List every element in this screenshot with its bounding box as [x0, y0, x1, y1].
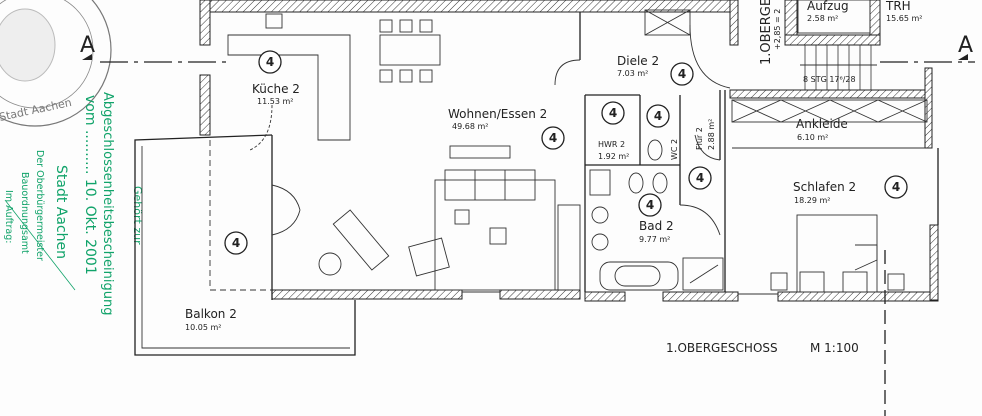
- room-labels: Küche 2 11.53 m² Wohnen/Essen 2 49.68 m²…: [185, 0, 922, 332]
- room-area-trh: 15.65 m²: [886, 14, 922, 23]
- room-area-diele: 7.03 m²: [617, 69, 648, 78]
- room-area-hwr: 1.92 m²: [598, 152, 629, 161]
- kitchen-furniture: [227, 13, 351, 236]
- section-marker-right: A: [958, 33, 973, 58]
- stamp-line-2: vom .......... 10. Okt. 2001: [82, 95, 98, 275]
- certification-stamp: Abgeschlossenheitsbescheinigung vom ....…: [3, 92, 144, 315]
- stamp-line-4: Der Oberbürgermeister: [34, 150, 45, 261]
- bedroom-furniture: [731, 99, 928, 416]
- unit-marker-number: 4: [646, 198, 654, 212]
- room-name-aufzug: Aufzug: [807, 0, 849, 13]
- room-area-wohnen: 49.68 m²: [452, 122, 488, 131]
- stamp-belongs: Gehört zur: [131, 186, 144, 245]
- seal-text: Stadt Aachen: [0, 96, 73, 124]
- stamp-line-6: Im Auftrag:: [3, 190, 14, 243]
- unit-marker-number: 4: [696, 171, 704, 185]
- room-name-wc: WC 2: [670, 139, 679, 160]
- room-name-hwr: HWR 2: [598, 140, 625, 149]
- section-line-a: A A: [80, 33, 975, 63]
- room-area-kueche: 11.53 m²: [257, 97, 293, 106]
- level-height: +2,85 = 2: [773, 9, 782, 50]
- drawing-scale: M 1:100: [810, 341, 859, 355]
- unit-marker-circle: [670, 62, 694, 86]
- unit-marker-circle: [688, 166, 712, 190]
- unit-marker-number: 4: [892, 180, 900, 194]
- room-area-balkon: 10.05 m²: [185, 323, 221, 332]
- unit-marker-number: 4: [654, 109, 662, 123]
- room-name-flur: Flur 2: [695, 127, 704, 150]
- room-name-bad: Bad 2: [639, 219, 674, 233]
- unit-marker-circle: [224, 231, 248, 255]
- unit-marker-number: 4: [609, 106, 617, 120]
- room-name-wohnen: Wohnen/Essen 2: [448, 107, 547, 121]
- room-area-bad: 9.77 m²: [639, 235, 670, 244]
- room-area-ankleide: 6.10 m²: [797, 133, 828, 142]
- section-marker-left: A: [80, 33, 95, 58]
- sanitary-rooms: [584, 9, 731, 292]
- stairs-label: 8 STG 17⁶/28: [803, 75, 856, 84]
- room-name-kueche: Küche 2: [252, 82, 300, 96]
- balcony: [134, 134, 356, 356]
- drawing-title: 1.OBERGESCHOSS M 1:100: [666, 341, 859, 355]
- unit-marker-number: 4: [266, 55, 274, 69]
- stamp-line-1: Abgeschlossenheitsbescheinigung: [100, 92, 115, 315]
- stair-core: 8 STG 17⁶/28 1.OBERGESCHOSS +2,85 = 2: [759, 0, 881, 90]
- living-furniture: [318, 12, 581, 291]
- unit-marker-circle: [601, 101, 625, 125]
- unit-marker-number: 4: [678, 67, 686, 81]
- room-area-flur: 2.88 m²: [707, 119, 716, 150]
- room-name-ankleide: Ankleide: [796, 117, 848, 131]
- room-area-schlafen: 18.29 m²: [794, 196, 830, 205]
- room-area-aufzug: 2.58 m²: [807, 14, 838, 23]
- walls: [199, 0, 939, 302]
- unit-marker-circle: [258, 50, 282, 74]
- room-name-balkon: Balkon 2: [185, 307, 237, 321]
- unit-marker-number: 4: [232, 236, 240, 250]
- unit-markers: 4 4 4 4 4 4 4 4 4: [224, 50, 908, 255]
- stamp-line-3: Stadt Aachen: [53, 165, 69, 259]
- stamp-line-5: Bauordnungsamt: [19, 172, 30, 254]
- unit-marker-circle: [638, 193, 662, 217]
- room-name-trh: TRH: [885, 0, 911, 13]
- unit-marker-circle: [884, 175, 908, 199]
- unit-marker-circle: [646, 104, 670, 128]
- unit-marker-circle: [541, 126, 565, 150]
- drawing-title-text: 1.OBERGESCHOSS: [666, 341, 778, 355]
- level-label: 1.OBERGESCHOSS: [759, 0, 774, 65]
- room-name-diele: Diele 2: [617, 54, 659, 68]
- unit-marker-number: 4: [549, 131, 557, 145]
- room-name-schlafen: Schlafen 2: [793, 180, 856, 194]
